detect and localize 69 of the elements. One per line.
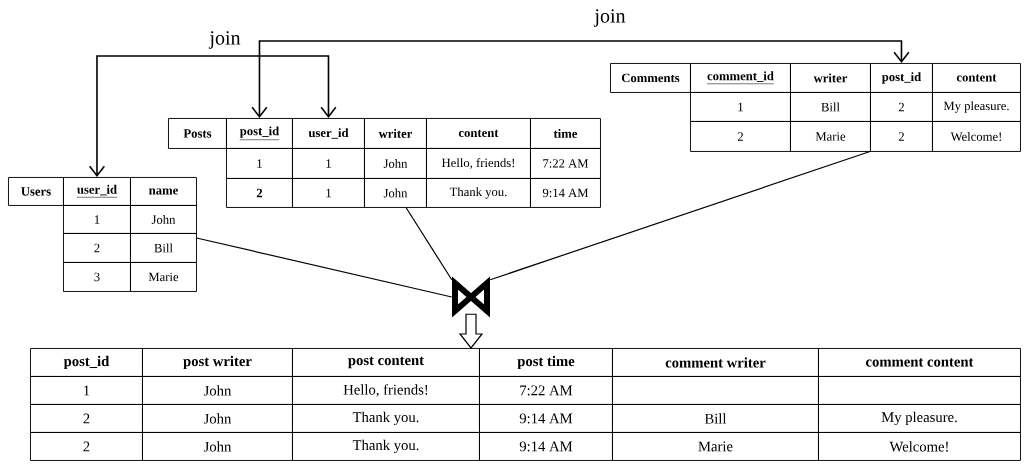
header-cell: comment_id <box>690 63 791 93</box>
edge-label: join <box>593 9 626 27</box>
table-cell: John <box>142 376 293 405</box>
table-name-cell: Comments <box>610 63 691 93</box>
table-cell: 1 <box>292 148 365 179</box>
table-cell: Thank you. <box>426 178 531 208</box>
table-cell: Welcome! <box>932 121 1021 152</box>
table-cell: John <box>364 148 427 179</box>
table-cell: 9:14 AM <box>479 404 613 433</box>
table-cell: 1 <box>226 148 293 179</box>
table-cell: Thank you. <box>292 404 480 433</box>
table-cell: 2 <box>870 92 933 122</box>
table-cell: 7:22 AM <box>530 148 601 179</box>
header-cell: post writer <box>142 348 293 377</box>
table-cell: Thank you. <box>292 432 480 461</box>
table-cell: 2 <box>870 121 933 152</box>
table-cell: 7:22 AM <box>479 376 613 405</box>
table-cell: 2 <box>30 432 143 461</box>
connector-line <box>195 237 453 298</box>
header-cell: comment writer <box>612 348 819 377</box>
table-cell: My pleasure. <box>818 404 1021 433</box>
table-cell: Marie <box>790 121 871 152</box>
header-cell: writer <box>364 118 427 149</box>
header-cell: content <box>426 118 531 149</box>
table-cell: Bill <box>612 404 819 433</box>
table-cell: Welcome! <box>818 432 1021 461</box>
table-cell: 1 <box>63 205 131 234</box>
table-cell: 2 <box>690 121 791 152</box>
header-cell: writer <box>790 63 871 93</box>
header-cell: name <box>130 177 197 206</box>
table-cell: 2 <box>226 178 293 208</box>
table-cell: Hello, friends! <box>426 148 531 179</box>
connector-line <box>405 206 453 281</box>
header-cell: time <box>530 118 601 149</box>
table-cell: Marie <box>612 432 819 461</box>
header-cell: post content <box>292 348 480 377</box>
join-symbol <box>452 276 490 318</box>
table-cell: 2 <box>63 233 131 263</box>
header-cell: comment content <box>818 348 1021 377</box>
table-cell: 3 <box>63 262 131 292</box>
table-cell: 2 <box>30 404 143 433</box>
table-cell: John <box>130 205 197 234</box>
table-name-cell: Posts <box>168 118 227 149</box>
table-cell: 9:14 AM <box>479 432 613 461</box>
table-cell: 1 <box>292 178 365 208</box>
table-name-cell: Users <box>8 177 64 206</box>
header-cell: content <box>932 63 1021 93</box>
header-cell: post time <box>479 348 613 377</box>
header-cell: post_id <box>30 348 143 377</box>
hollow-arrow <box>458 313 484 349</box>
join-arrow <box>251 40 910 118</box>
connector-line <box>489 150 871 281</box>
join-arrow <box>88 55 337 177</box>
table-cell: 9:14 AM <box>530 178 601 208</box>
table-cell: John <box>142 404 293 433</box>
header-cell: user_id <box>63 177 131 206</box>
table-cell: John <box>142 432 293 461</box>
header-cell: post_id <box>226 118 293 149</box>
table-cell: My pleasure. <box>932 92 1021 122</box>
edge-label: join <box>208 31 241 49</box>
table-cell: Hello, friends! <box>292 376 480 405</box>
table-cell: Marie <box>130 262 197 292</box>
table-cell: John <box>364 178 427 208</box>
table-cell: 1 <box>690 92 791 122</box>
header-cell: post_id <box>870 63 933 93</box>
table-cell: Bill <box>130 233 197 263</box>
table-cell: 1 <box>30 376 143 405</box>
table-cell: Bill <box>790 92 871 122</box>
header-cell: user_id <box>292 118 365 149</box>
